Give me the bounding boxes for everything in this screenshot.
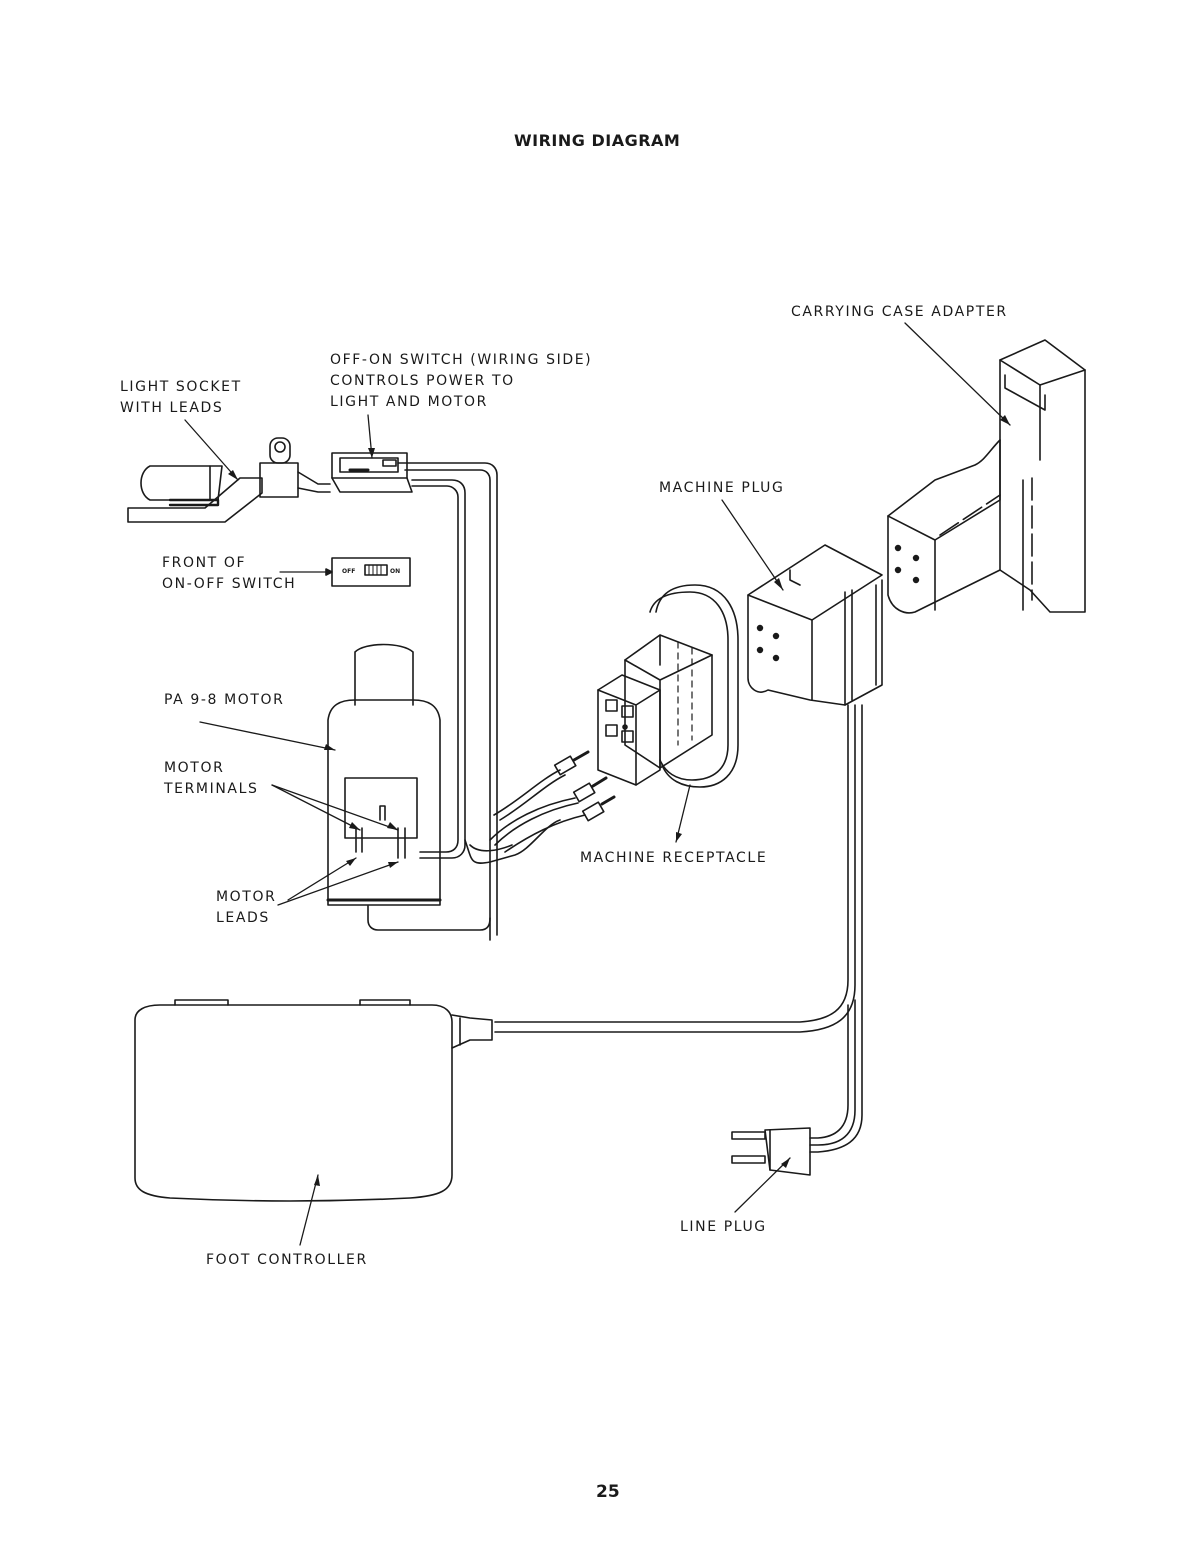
label-carrying-case-adapter: CARRYING CASE ADAPTER bbox=[791, 302, 1008, 323]
on-off-switch-front: OFF ON bbox=[280, 558, 410, 586]
light-socket bbox=[128, 438, 330, 522]
line-plug bbox=[732, 1128, 810, 1175]
label-machine-plug: MACHINE PLUG bbox=[659, 478, 784, 499]
label-line-plug: LINE PLUG bbox=[680, 1217, 767, 1238]
label-foot-controller: FOOT CONTROLLER bbox=[206, 1250, 368, 1271]
motor-leads bbox=[490, 752, 614, 852]
label-off-on-switch: OFF-ON SWITCH (WIRING SIDE) CONTROLS POW… bbox=[330, 350, 592, 413]
label-motor: PA 9-8 MOTOR bbox=[164, 690, 285, 711]
machine-receptacle bbox=[598, 585, 738, 787]
off-on-switch-wiring-side bbox=[332, 453, 560, 940]
switch-on-text: ON bbox=[390, 568, 400, 575]
switch-off-text: OFF bbox=[342, 568, 355, 575]
foot-controller bbox=[135, 1000, 492, 1201]
carrying-case-adapter bbox=[888, 340, 1085, 613]
machine-plug-cables bbox=[495, 705, 862, 1152]
page-number: 25 bbox=[596, 1482, 620, 1502]
label-front-of-switch: FRONT OF ON-OFF SWITCH bbox=[162, 553, 296, 595]
label-motor-leads: MOTOR LEADS bbox=[216, 887, 276, 929]
label-machine-receptacle: MACHINE RECEPTACLE bbox=[580, 848, 767, 869]
label-light-socket: LIGHT SOCKET WITH LEADS bbox=[120, 377, 242, 419]
label-motor-terminals: MOTOR TERMINALS bbox=[164, 758, 258, 800]
